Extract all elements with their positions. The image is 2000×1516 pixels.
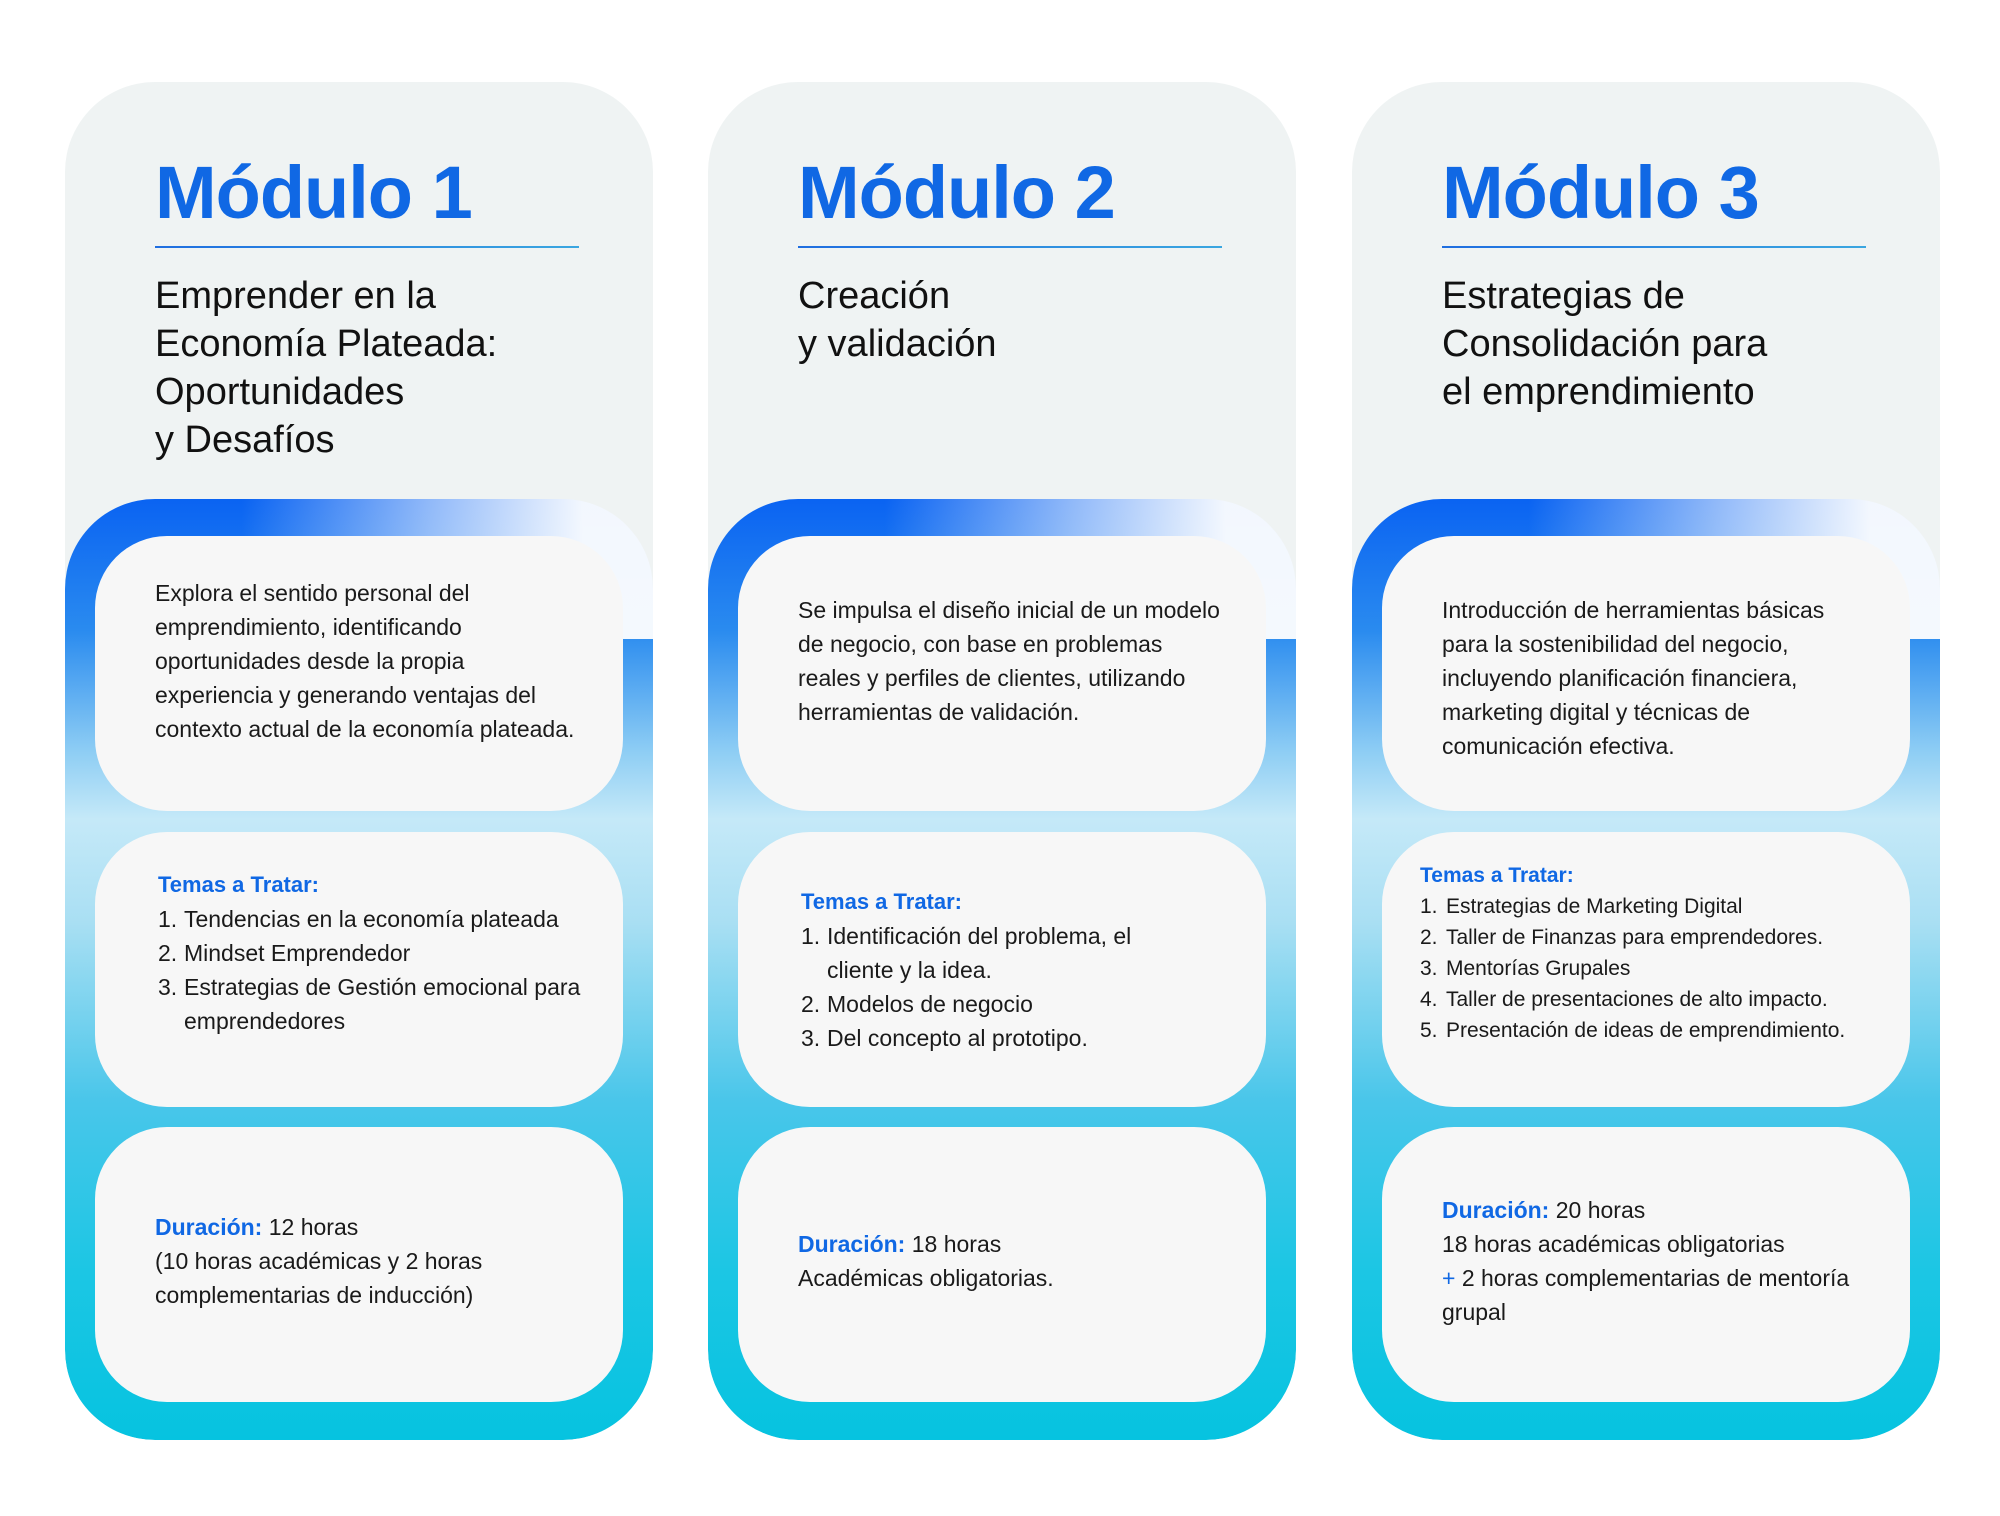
module-3-topics-heading: Temas a Tratar:: [1420, 864, 1574, 887]
duration-value: 18 horas: [905, 1231, 1002, 1257]
module-1-subtitle: Emprender en la Economía Plateada: Oport…: [155, 275, 498, 461]
list-item: 2.Mindset Emprendedor: [158, 940, 411, 966]
module-3-topics: Temas a Tratar: 1.Estrategias de Marketi…: [1420, 860, 1890, 1046]
module-1-topics: Temas a Tratar: 1.Tendencias en la econo…: [158, 868, 598, 1038]
list-item: 2.Modelos de negocio: [801, 991, 1033, 1017]
plus-icon: +: [1442, 1265, 1456, 1291]
module-1-topic-list: 1.Tendencias en la economía plateada 2.M…: [158, 902, 598, 1038]
module-3-title: Módulo 3: [1442, 151, 1760, 234]
module-1-column: Módulo 1 Emprender en la Economía Platea…: [65, 82, 653, 1440]
duration-value: 20 horas: [1549, 1197, 1646, 1223]
duration-detail: 18 horas académicas obligatorias: [1442, 1231, 1785, 1257]
module-1-topics-heading: Temas a Tratar:: [158, 872, 320, 897]
module-1-topics-card: Temas a Tratar: 1.Tendencias en la econo…: [95, 832, 623, 1107]
module-2-subtitle: Creación y validación: [798, 275, 997, 365]
module-2-topics-heading: Temas a Tratar:: [801, 889, 963, 914]
module-1-title-divider: [155, 246, 579, 248]
module-2-title-divider: [798, 246, 1222, 248]
module-2-column: Módulo 2 Creación y validación Se impuls…: [708, 82, 1296, 1440]
module-3-title-divider: [1442, 246, 1866, 248]
duration-detail: Académicas obligatorias.: [798, 1265, 1054, 1291]
module-1-description-card: Explora el sentido personal del emprendi…: [95, 536, 623, 811]
list-item: 5.Presentación de ideas de emprendimient…: [1420, 1019, 1846, 1042]
list-item: 1.Estrategias de Marketing Digital: [1420, 895, 1743, 918]
duration-label: Duración:: [155, 1214, 263, 1240]
module-3-duration: Duración: 20 horas 18 horas académicas o…: [1442, 1193, 1862, 1329]
list-item: 2.Taller de Finanzas para emprendedores.: [1420, 926, 1824, 949]
module-3-topics-card: Temas a Tratar: 1.Estrategias de Marketi…: [1382, 832, 1910, 1107]
module-3-duration-card: Duración: 20 horas 18 horas académicas o…: [1382, 1127, 1910, 1402]
module-3-column: Módulo 3 Estrategias de Consolidación pa…: [1352, 82, 1940, 1440]
duration-extra: + 2 horas complementarias de mentoría gr…: [1442, 1261, 1862, 1329]
duration-value: 12 horas: [262, 1214, 359, 1240]
module-2-topic-list: 1.Identificación del problema, el client…: [801, 919, 1201, 1055]
list-item: 3.Del concepto al prototipo.: [801, 1025, 1088, 1051]
list-item: 1.Tendencias en la economía plateada: [158, 906, 559, 932]
duration-label: Duración:: [798, 1231, 906, 1257]
module-2-topics: Temas a Tratar: 1.Identificación del pro…: [801, 885, 1201, 1055]
module-1-duration-card: Duración: 12 horas (10 horas académicas …: [95, 1127, 623, 1402]
module-3-topic-list: 1.Estrategias de Marketing Digital 2.Tal…: [1420, 891, 1890, 1046]
module-3-description-card: Introducción de herramientas básicas par…: [1382, 536, 1910, 811]
list-item: 3.Estrategias de Gestión emocional para …: [158, 974, 581, 1034]
duration-extra-text: 2 horas complementarias de mentoría grup…: [1442, 1265, 1850, 1325]
module-2-duration: Duración: 18 horas Académicas obligatori…: [798, 1227, 1218, 1295]
module-2-topics-card: Temas a Tratar: 1.Identificación del pro…: [738, 832, 1266, 1107]
module-2-description: Se impulsa el diseño inicial de un model…: [798, 597, 1220, 725]
module-1-title: Módulo 1: [155, 151, 473, 234]
module-3-subtitle: Estrategias de Consolidación para el emp…: [1442, 275, 1768, 413]
module-2-description-card: Se impulsa el diseño inicial de un model…: [738, 536, 1266, 811]
list-item: 4.Taller de presentaciones de alto impac…: [1420, 988, 1828, 1011]
duration-label: Duración:: [1442, 1197, 1550, 1223]
module-1-description: Explora el sentido personal del emprendi…: [155, 580, 575, 742]
list-item: 1.Identificación del problema, el client…: [801, 923, 1132, 983]
module-1-duration: Duración: 12 horas (10 horas académicas …: [155, 1210, 575, 1312]
module-2-duration-card: Duración: 18 horas Académicas obligatori…: [738, 1127, 1266, 1402]
duration-detail: (10 horas académicas y 2 horas complemen…: [155, 1248, 483, 1308]
list-item: 3.Mentorías Grupales: [1420, 957, 1631, 980]
module-2-title: Módulo 2: [798, 151, 1116, 234]
module-3-description: Introducción de herramientas básicas par…: [1442, 597, 1825, 759]
